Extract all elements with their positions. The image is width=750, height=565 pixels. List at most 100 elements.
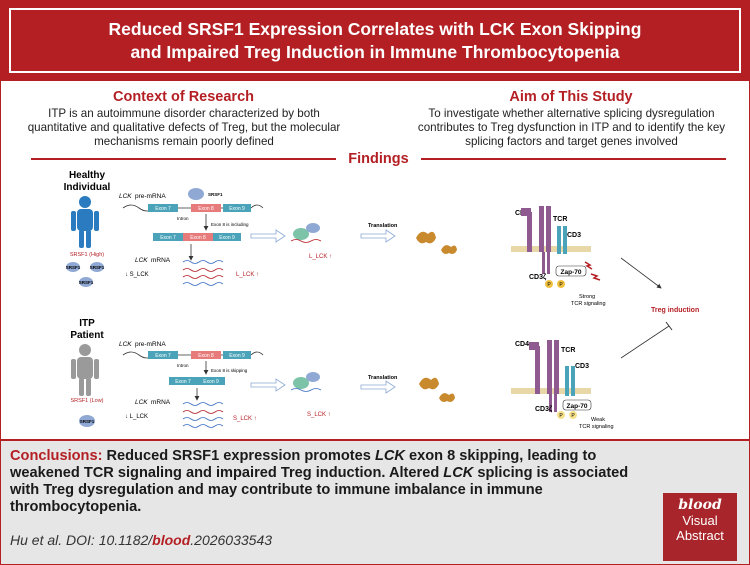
citation[interactable]: Hu et al. DOI: 10.1182/blood.2026033543 [10, 532, 272, 548]
premrna-label: pre-mRNA [135, 341, 166, 348]
exon9-label: Exon 9 [229, 206, 245, 212]
exon8-label: Exon 8 [198, 353, 214, 359]
conclusion-lead: Conclusions: [10, 448, 103, 464]
exon8-box [191, 204, 221, 212]
srsf1-label: SRSF1 [90, 265, 105, 270]
srsf1-label: SRSF1 [66, 265, 81, 270]
itp-person-icon [71, 344, 99, 396]
s-lck-up-label: S_LCK ↑ [233, 416, 257, 422]
lck-gene-label: LCK [119, 341, 132, 348]
healthy-label-2: Individual [64, 182, 111, 193]
badge-line-3: Abstract [676, 528, 724, 543]
header-banner: Reduced SRSF1 Expression Correlates with… [1, 1, 749, 81]
healthy-row: Healthy Individual SRSF1 (High) SRSF1 SR… [64, 170, 699, 359]
exon7-label: Exon 7 [160, 235, 176, 241]
srsf1-bound-label: SRSF1 [208, 192, 223, 197]
srsf1-label: SRSF1 [79, 280, 94, 285]
receptor-icon [511, 206, 591, 274]
intron-label: Intron [177, 363, 189, 368]
srsf1-protein-icon [79, 415, 95, 427]
tcr-label: TCR [553, 216, 567, 223]
receptor-icon [511, 340, 591, 412]
itp-row: ITP Patient SRSF1 (Low) SRSF1 LCK pre-mR… [70, 318, 613, 430]
badge-line-2: Visual [682, 513, 718, 528]
exon8-including-label: Exon 8 is including [211, 222, 249, 227]
signal-bolt-icon [584, 261, 601, 281]
cd4-label: CD4 [515, 341, 529, 348]
srsf1-low-label: SRSF1 (Low) [70, 398, 103, 404]
title-box: Reduced SRSF1 Expression Correlates with… [9, 8, 741, 73]
translation-label: Translation [368, 223, 398, 229]
srsf1-bound-icon [188, 188, 204, 200]
cd3-label: CD3 [575, 363, 589, 370]
exon9-box [223, 204, 251, 212]
strong-label-2: TCR signaling [571, 301, 606, 307]
citation-prefix: Hu et al. DOI: 10.1182/ [10, 532, 153, 548]
findings-title: Findings [348, 151, 409, 167]
phospho-label: P [559, 282, 563, 288]
lck-mrna-gene-label: LCK [135, 257, 148, 264]
l-lck-up-label: L_LCK ↑ [236, 272, 259, 278]
aim-title: Aim of This Study [509, 89, 633, 105]
context-title: Context of Research [112, 89, 254, 105]
translation-label: Translation [368, 375, 398, 381]
phospho-label: P [547, 282, 551, 288]
context-body: ITP is an autoimmune disorder characteri… [27, 107, 341, 148]
exon9-label: Exon 9 [203, 379, 219, 385]
exon8-label: Exon 8 [198, 206, 214, 212]
healthy-label-1: Healthy [69, 170, 106, 181]
cd3z-label: CD3ζ [535, 406, 553, 413]
divider-right [421, 158, 726, 160]
healthy-person-icon [71, 196, 99, 248]
badge-line-1: blood [678, 497, 722, 513]
srsf1-high-label: SRSF1 (High) [70, 252, 104, 258]
exon8-skipping-label: Exon 8 is skipping [211, 368, 248, 373]
zap70-label: Zap-70 [567, 403, 588, 410]
ribosome-icon [290, 223, 322, 243]
mrna-label: mRNA [151, 399, 171, 406]
weak-label-2: TCR signaling [579, 424, 614, 430]
conclusion-panel: Conclusions: Reduced SRSF1 expression pr… [1, 439, 749, 564]
citation-suffix: .2026033543 [190, 532, 273, 548]
cd3z-label: CD3ζ [529, 274, 547, 281]
citation-journal: blood [152, 532, 191, 548]
weak-label-1: Weak [591, 417, 605, 423]
exon7-label: Exon 7 [155, 206, 171, 212]
conclusion-part-1: Reduced SRSF1 expression promotes [102, 448, 375, 464]
exon7-box [148, 204, 178, 212]
itp-label-2: Patient [70, 330, 104, 341]
findings-diagram: Healthy Individual SRSF1 (High) SRSF1 SR… [64, 170, 700, 430]
lck-protein-icon [416, 231, 457, 254]
exon9-label: Exon 9 [219, 235, 235, 241]
intron-label: Intron [177, 216, 189, 221]
exon9-label: Exon 9 [229, 353, 245, 359]
ribosome-icon [290, 372, 322, 392]
l-lck-up-label-2: L_LCK ↑ [309, 254, 332, 260]
divider-left [31, 158, 336, 160]
lck-mrna-gene-label: LCK [135, 399, 148, 406]
conclusion-text: Conclusions: Reduced SRSF1 expression pr… [10, 448, 660, 516]
exon7-label: Exon 7 [155, 353, 171, 359]
cd3-label: CD3 [567, 232, 581, 239]
title-line-2: and Impaired Treg Induction in Immune Th… [130, 41, 620, 62]
lck-protein-icon [419, 377, 455, 402]
lck-gene-label: LCK [119, 193, 132, 200]
srsf1-label: SRSF1 [80, 419, 95, 424]
phospho-label: P [559, 413, 563, 419]
itp-label-1: ITP [79, 318, 95, 329]
premrna-label: pre-mRNA [135, 193, 166, 200]
conclusion-gene-2: LCK [443, 465, 474, 481]
s-lck-up-label-2: S_LCK ↑ [307, 412, 331, 418]
conclusion-part-3: splicing is associated with Treg dysregu… [10, 465, 629, 515]
blood-visual-abstract-logo: blood Visual Abstract [663, 493, 737, 561]
treg-induction-label: Treg induction [651, 307, 699, 314]
exon8-label: Exon 8 [190, 235, 206, 241]
tcr-label: TCR [561, 347, 575, 354]
mrna-label: mRNA [151, 257, 171, 264]
srsf1-protein-icon [66, 262, 104, 287]
aim-body: To investigate whether alternative splic… [417, 107, 726, 148]
exon7-label: Exon 7 [175, 379, 191, 385]
title-line-1: Reduced SRSF1 Expression Correlates with… [108, 18, 642, 39]
conclusion-part-2: exon 8 skipping, leading to weakened TCR… [10, 448, 597, 481]
